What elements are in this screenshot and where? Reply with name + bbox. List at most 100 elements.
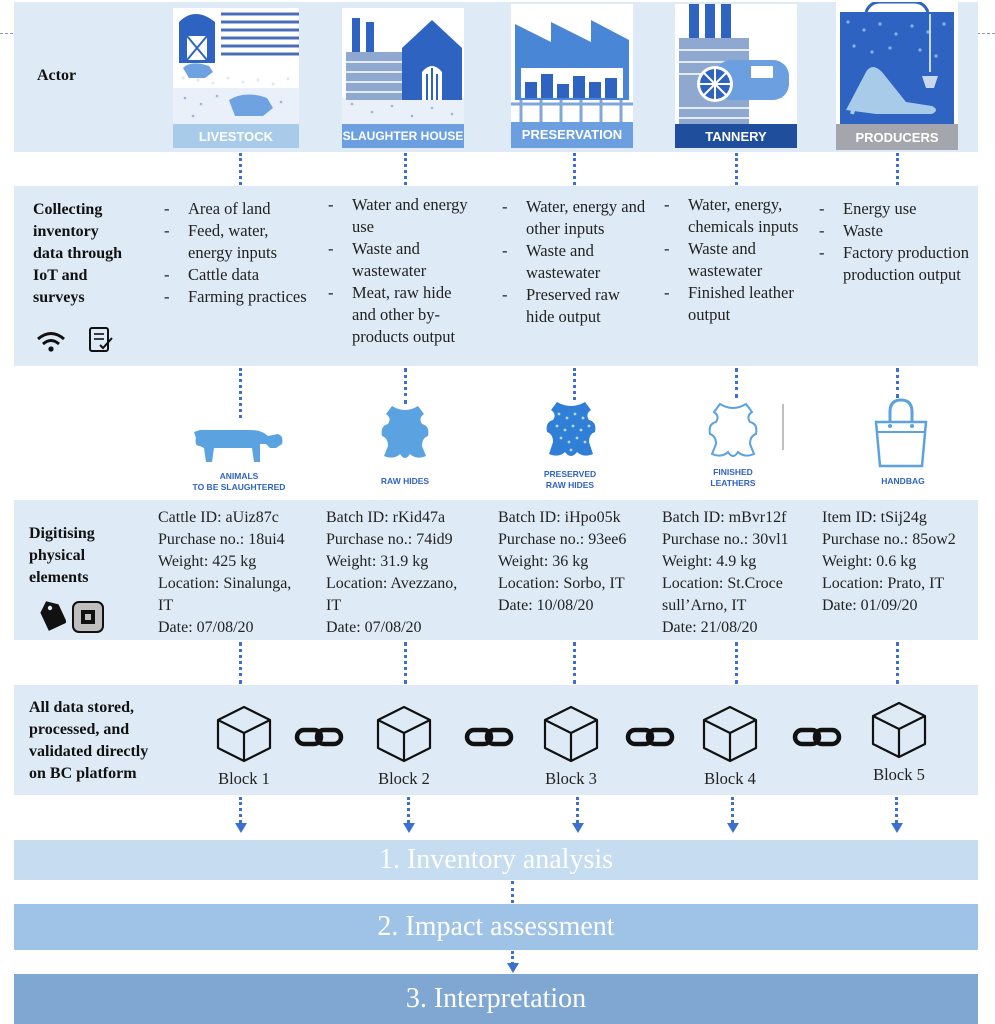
list-item: Finished leather output [664, 282, 809, 326]
chain-link-icon [294, 727, 344, 747]
block-label: Block 3 [545, 769, 597, 788]
connector-3a [573, 153, 576, 185]
item-caption-handbag: HANDBAG [881, 476, 925, 486]
actor-preservation: PRESERVATION [511, 4, 633, 148]
collecting-row-label: Collecting inventory data through IoT an… [33, 201, 123, 306]
warehouse-icon [511, 4, 633, 148]
arrow-shaft-3 [576, 797, 579, 823]
handbag-shoe-icon [836, 2, 958, 150]
list-item: Waste and wastewater [664, 238, 809, 282]
inventory-list-slaughter: Water and energy use Waste and wastewate… [328, 194, 478, 348]
block-2: Block 2 [354, 704, 454, 789]
list-item: Waste [819, 220, 984, 242]
connector-2c [404, 642, 407, 684]
phase-connector-1 [511, 881, 514, 903]
connector-5c [896, 642, 899, 684]
phase-arrow-head [507, 963, 519, 973]
connector-4a [735, 153, 738, 185]
digitising-row-label: Digitising physical elements [29, 525, 95, 586]
record-tannery: Batch ID: mBvr12f Purchase no.: 30vl1 We… [662, 509, 789, 636]
blockchain-row-label: All data stored, processed, and validate… [29, 699, 149, 782]
connector-3b [573, 368, 576, 400]
arrow-shaft-5 [895, 797, 898, 823]
arrow-shaft-4 [731, 797, 734, 823]
list-item: Cattle data [164, 264, 314, 286]
actor-slaughter-house-label: SLAUGHTER HOUSE [342, 129, 464, 143]
block-label: Block 2 [378, 769, 430, 788]
phase-inventory-analysis: 1. Inventory analysis [14, 840, 978, 880]
phase-interpretation: 3. Interpretation [14, 974, 978, 1024]
item-caption-preserved: PRESERVED RAW HIDES [543, 469, 597, 490]
hide-icon [381, 406, 429, 458]
phase-impact-assessment: 2. Impact assessment [14, 904, 978, 950]
item-caption-finished: FINISHED LEATHERS [710, 467, 756, 488]
item-caption-animals: ANIMALS TO BE SLAUGHTERED [192, 471, 286, 492]
actor-row [14, 2, 978, 152]
list-item: Area of land [164, 198, 314, 220]
list-item: Waste and wastewater [502, 240, 647, 284]
chain-link-icon [625, 727, 675, 747]
tag-icon [40, 601, 66, 631]
item-caption-raw-hides: RAW HIDES [380, 476, 430, 486]
record-producers: Item ID: tSij24g Purchase no.: 85ow2 Wei… [822, 509, 956, 614]
record-slaughter: Batch ID: rKid47a Purchase no.: 74id9 We… [326, 509, 458, 636]
survey-icon [89, 327, 113, 352]
inventory-list-tannery: Water, energy, chemicals inputs Waste an… [664, 194, 809, 326]
block-label: Block 4 [704, 769, 756, 788]
actor-producers: PRODUCERS [836, 2, 958, 150]
list-item: Farming practices [164, 286, 314, 308]
separator-tick [782, 404, 784, 450]
tannery-icon [675, 4, 797, 148]
inventory-list-preservation: Water, energy and other inputs Waste and… [502, 196, 647, 328]
arrow-head-5 [891, 823, 903, 833]
cube-icon [216, 705, 272, 763]
connector-4c [735, 642, 738, 684]
factory-icon [342, 8, 464, 148]
chip-icon [72, 601, 104, 633]
list-item: Water and energy use [328, 194, 478, 238]
cube-icon [702, 705, 758, 763]
actor-slaughter-house: SLAUGHTER HOUSE [342, 8, 464, 148]
record-preservation: Batch ID: iHpo05k Purchase no.: 93ee6 We… [498, 509, 627, 614]
actor-tannery: TANNERY [675, 4, 797, 148]
connector-2a [404, 153, 407, 185]
connector-2b [404, 368, 407, 404]
arrow-head-2 [403, 823, 415, 833]
connector-1b [239, 368, 242, 418]
arrow-shaft-1 [239, 797, 242, 823]
connector-3c [573, 642, 576, 684]
actor-row-label: Actor [37, 67, 77, 84]
list-item: Energy use [819, 198, 984, 220]
arrow-head-1 [235, 823, 247, 833]
actor-tannery-label: TANNERY [705, 128, 767, 144]
list-item: Factory production production output [819, 242, 984, 286]
handbag-icon [874, 398, 928, 468]
list-item: Waste and wastewater [328, 238, 478, 282]
digitising-row [14, 500, 978, 640]
block-5: Block 5 [849, 700, 949, 785]
block-label: Block 5 [873, 765, 925, 784]
list-item: Preserved raw hide output [502, 284, 647, 328]
wifi-icon [37, 332, 65, 352]
arrow-head-3 [572, 823, 584, 833]
farm-icon [173, 8, 299, 148]
arrow-head-4 [727, 823, 739, 833]
actor-livestock-label: LIVESTOCK [198, 128, 274, 144]
connector-4b [735, 368, 738, 398]
chain-link-icon [464, 727, 514, 747]
leather-icon [708, 402, 758, 457]
inventory-list-livestock: Area of land Feed, water, energy inputs … [164, 198, 314, 308]
arrow-shaft-2 [407, 797, 410, 823]
preserved-hide-icon [546, 402, 596, 456]
list-item: Water, energy and other inputs [502, 196, 647, 240]
connector-1a [239, 153, 242, 185]
list-item: Water, energy, chemicals inputs [664, 194, 809, 238]
connector-5a [896, 153, 899, 185]
record-livestock: Cattle ID: aUiz87c Purchase no.: 18ui4 W… [158, 509, 292, 636]
actor-preservation-label: PRESERVATION [521, 126, 623, 142]
cube-icon [871, 701, 927, 759]
block-label: Block 1 [218, 769, 270, 788]
cow-icon [194, 430, 283, 462]
connector-1c [239, 642, 242, 684]
inventory-list-producers: Energy use Waste Factory production prod… [819, 198, 984, 286]
